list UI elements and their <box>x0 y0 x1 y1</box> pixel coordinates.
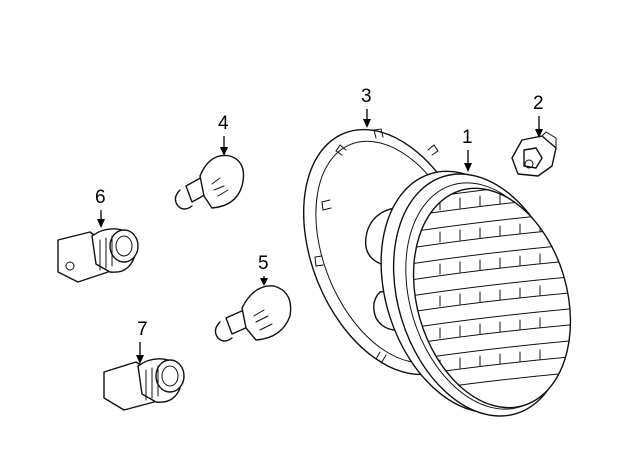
callout-7: 7 <box>136 319 148 364</box>
lamp-assembly-icon <box>364 170 581 417</box>
callout-number: 2 <box>533 93 544 114</box>
callout-number: 4 <box>218 113 229 134</box>
callout-6: 6 <box>95 187 106 228</box>
bulb-socket-icon <box>57 228 139 283</box>
bulb-icon <box>214 285 292 342</box>
callout-5: 5 <box>258 253 269 286</box>
callout-number: 7 <box>137 319 148 340</box>
callout-number: 6 <box>95 187 106 208</box>
bulb-icon <box>174 154 245 210</box>
callout-number: 3 <box>361 86 372 107</box>
callout-number: 5 <box>258 253 269 274</box>
callout-number: 1 <box>462 127 473 148</box>
callout-3: 3 <box>361 86 372 128</box>
callout-2: 2 <box>533 93 544 138</box>
callout-4: 4 <box>218 113 229 156</box>
callout-1: 1 <box>462 127 473 172</box>
bulb-socket-icon <box>103 358 185 411</box>
retainer-clip-icon <box>511 131 557 177</box>
